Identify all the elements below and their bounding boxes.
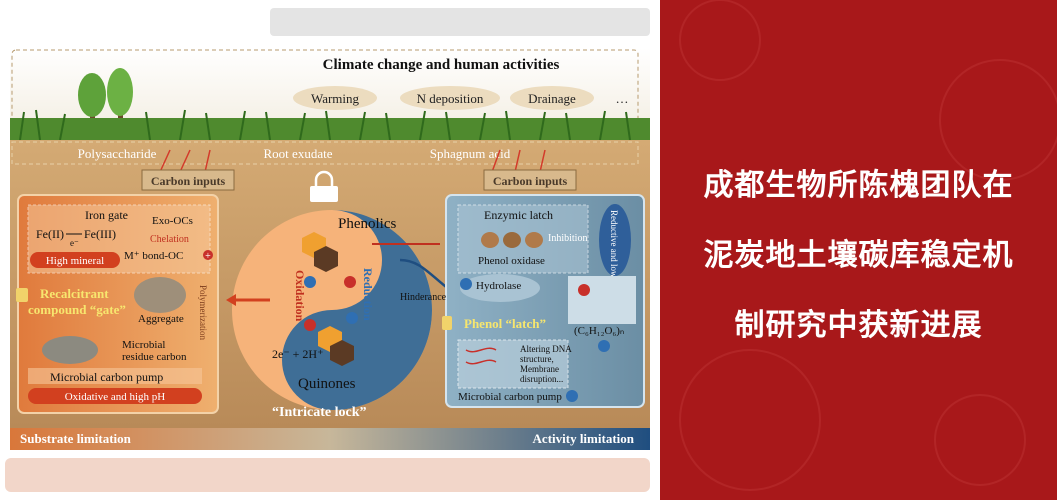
aggregate-icon <box>134 277 186 313</box>
aggregate-label: Aggregate <box>138 313 184 325</box>
microbial-pump-right: Microbial carbon pump <box>458 391 562 403</box>
factor-drainage: Drainage <box>528 91 576 106</box>
microbial-pump-left: Microbial carbon pump <box>50 370 163 384</box>
minus-badge-icon <box>346 312 358 324</box>
surface-polysaccharide: Polysaccharide <box>78 146 157 161</box>
intricate-lock-label: “Intricate lock” <box>272 405 366 420</box>
altering-line-2: structure, <box>520 354 554 364</box>
compound-gate-label: compound “gate” <box>28 302 126 317</box>
microbial-cluster-icon <box>42 336 98 364</box>
diagram-panel: Climate change and human activities Warm… <box>5 8 650 492</box>
lock-icon <box>310 170 338 202</box>
phenolic-molecule-icon <box>302 232 338 272</box>
quinones-label: Quinones <box>298 376 356 392</box>
recalcitrant-label: Recalcitrant <box>40 286 109 301</box>
polymerization-label: Polymerization <box>198 285 208 340</box>
quinone-molecule-icon <box>318 326 354 366</box>
phenolics-label: Phenolics <box>338 216 396 232</box>
factor-warming: Warming <box>311 91 360 106</box>
reduction-label: Reduction <box>361 268 375 321</box>
climate-title: Climate change and human activities <box>323 57 560 73</box>
dna-icon <box>465 347 497 365</box>
substrate-limitation-label: Substrate limitation <box>20 431 132 446</box>
glucose-structure-box <box>568 276 636 324</box>
minus-badge-icon <box>598 340 610 352</box>
activity-limitation-label: Activity limitation <box>533 431 635 446</box>
factor-pill-n-deposition <box>400 86 500 110</box>
tree-icon <box>78 68 133 125</box>
oxidative-ph-label: Oxidative and high pH <box>65 391 166 403</box>
minus-badge-icon <box>304 276 316 288</box>
factor-pill-drainage <box>510 86 594 110</box>
microbial-pump-left-box <box>28 368 202 384</box>
fe3-label: Fe(III) <box>84 227 116 241</box>
gate-lock-icon <box>16 288 28 302</box>
grass-blades-icon <box>19 109 631 141</box>
surface-box <box>11 141 639 165</box>
plus-badge-icon <box>344 276 356 288</box>
plus-badge-icon <box>203 250 213 260</box>
surface-sphagnum-acid: Sphagnum acid <box>430 146 511 161</box>
m-bond-oc-label: M⁺ bond-OC <box>124 250 183 262</box>
fe2-label: Fe(II) <box>36 227 64 241</box>
formula-label: (C₆H₁₂O₆)ₙ <box>574 325 624 337</box>
carbon-inputs-left: Carbon inputs <box>151 174 226 188</box>
carbon-inputs-right: Carbon inputs <box>493 174 568 188</box>
factor-n-deposition: N deposition <box>417 91 484 106</box>
altering-line-1: Altering DNA <box>520 344 572 354</box>
high-mineral-label: High mineral <box>46 255 104 267</box>
phenol-latch-label: Phenol “latch” <box>464 316 546 331</box>
factor-pill-warming <box>293 86 377 110</box>
grass-strip <box>10 118 650 140</box>
plus-sign-icon: + <box>205 251 211 262</box>
carbon-inputs-right-box <box>483 169 577 191</box>
headline-line-3: 制研究中获新进展 <box>734 308 983 343</box>
headline-line-2: 泥炭地土壤碳库稳定机 <box>703 238 1014 273</box>
electrons-label: 2e⁻ + 2H⁺ <box>272 347 323 361</box>
blurred-caption-bottom <box>5 458 650 492</box>
peatland-carbon-diagram: Climate change and human activities Warm… <box>5 8 650 492</box>
chelation-label: Chelation <box>150 234 189 245</box>
minus-badge-icon <box>460 278 472 290</box>
reductive-ph-label: Reductive and low pH <box>609 210 619 291</box>
plus-badge-icon <box>578 284 590 296</box>
electron-label: e⁻ <box>70 238 79 248</box>
enzyme-icon <box>481 232 543 248</box>
reductive-ph-badge <box>599 204 631 276</box>
headline-line-1: 成都生物所陈槐团队在 <box>703 168 1014 203</box>
oxidation-label: Oxidation <box>293 270 307 322</box>
hinderance-label: Hinderance <box>400 292 447 303</box>
carbon-inputs-left-box <box>141 169 235 191</box>
headline-banner: 成都生物所陈槐团队在 泥炭地土壤碳库稳定机 制研究中获新进展 <box>660 0 1057 500</box>
residue-carbon-label: residue carbon <box>122 351 187 363</box>
limitation-bar <box>10 428 650 450</box>
enzymic-latch-box <box>457 204 589 274</box>
altering-line-3: Membrane <box>520 364 559 374</box>
plus-badge-icon <box>304 319 316 331</box>
hydrolase-label: Hydrolase <box>476 280 521 292</box>
microbial-label: Microbial <box>122 339 165 351</box>
latch-lock-icon <box>442 316 452 330</box>
yin-yang-blue-half <box>282 210 432 410</box>
enzymic-latch-label: Enzymic latch <box>484 208 553 222</box>
minus-badge-icon <box>566 390 578 402</box>
carbon-input-arrows <box>159 149 546 173</box>
altering-line-4: disruption... <box>520 374 563 384</box>
inhibition-label: Inhibition <box>548 233 587 244</box>
oxidative-ph-pill <box>28 388 202 404</box>
blurred-caption-top <box>270 8 650 36</box>
surface-root-exudate: Root exudate <box>264 146 333 161</box>
phenol-oxidase-label: Phenol oxidase <box>478 255 545 267</box>
hydrolase-oval <box>460 274 540 302</box>
decorative-pattern-icon <box>679 0 1057 491</box>
factor-ellipsis: … <box>616 91 629 106</box>
iron-gate-label: Iron gate <box>85 208 128 222</box>
exo-ocs-label: Exo-OCs <box>152 215 193 227</box>
high-mineral-pill <box>30 252 120 268</box>
